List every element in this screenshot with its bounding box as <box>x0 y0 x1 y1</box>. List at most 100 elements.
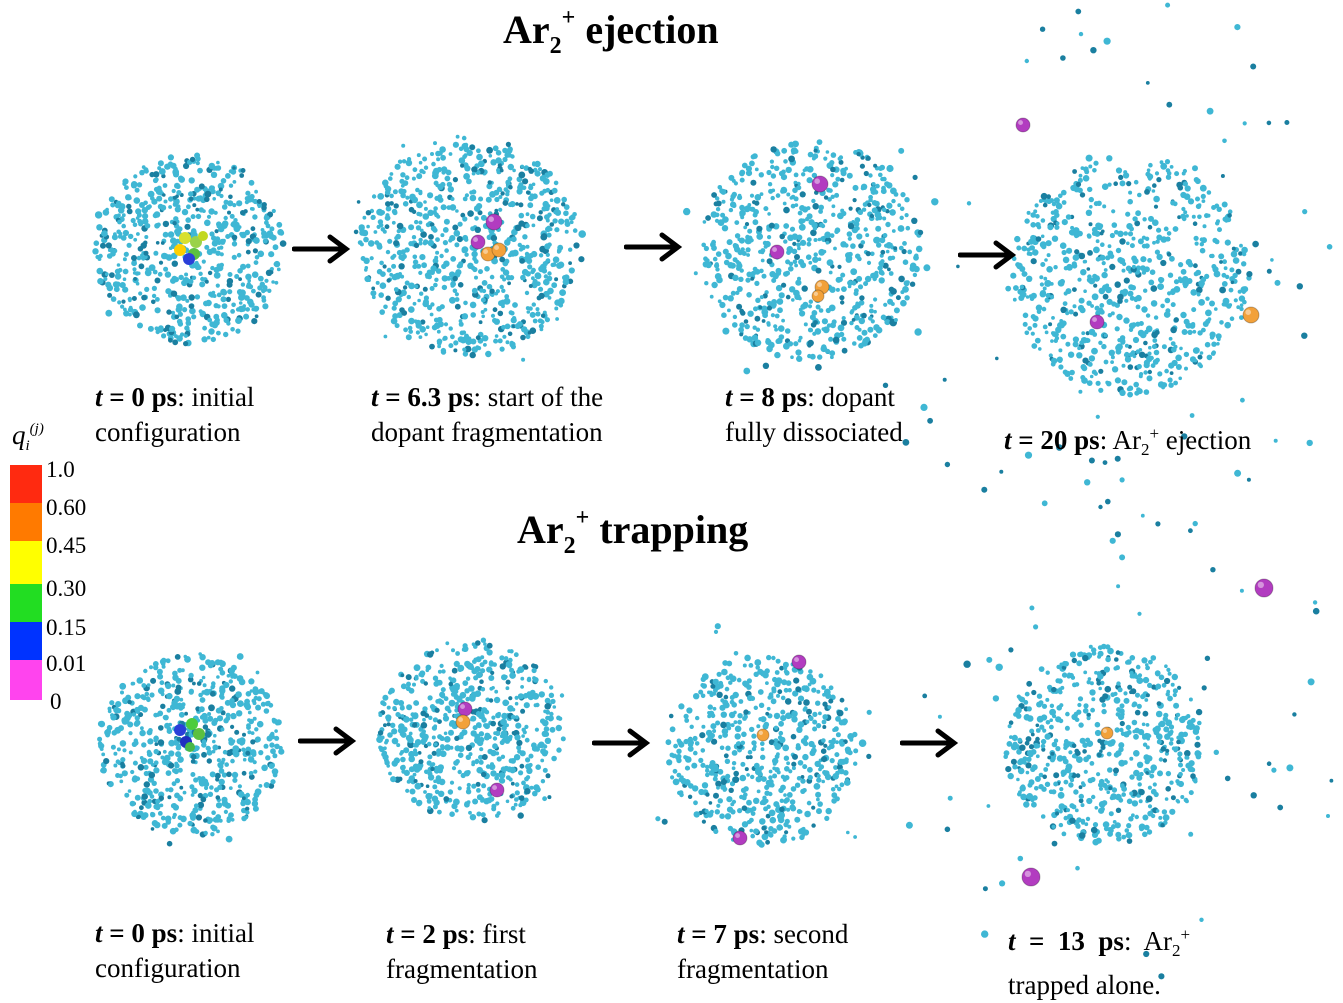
argon-atom <box>702 676 707 681</box>
argon-atom <box>1195 197 1200 202</box>
argon-atom <box>889 209 896 216</box>
argon-atom <box>253 717 257 721</box>
argon-atom <box>761 747 765 751</box>
argon-atom <box>539 324 544 329</box>
argon-atom <box>240 210 245 215</box>
argon-atom <box>817 139 823 145</box>
argon-atom <box>530 312 536 318</box>
argon-atom <box>705 792 709 796</box>
argon-atom <box>1087 233 1091 237</box>
argon-atom <box>504 656 509 661</box>
argon-atom <box>462 313 468 319</box>
argon-atom <box>716 692 722 698</box>
argon-atom <box>229 184 233 188</box>
argon-atom <box>1139 372 1143 376</box>
argon-atom <box>777 689 782 694</box>
argon-atom <box>160 680 165 685</box>
argon-atom <box>204 689 211 696</box>
argon-atom <box>172 221 176 225</box>
argon-atom <box>155 307 161 313</box>
argon-atom <box>395 712 400 717</box>
argon-atom <box>1090 761 1095 766</box>
argon-atom <box>1155 521 1160 526</box>
argon-atom <box>214 272 221 279</box>
argon-atom <box>544 732 549 737</box>
argon-atom <box>800 191 806 197</box>
argon-atom <box>669 714 674 719</box>
argon-atom <box>192 682 196 686</box>
argon-atom <box>199 706 205 712</box>
argon-atom <box>229 685 235 691</box>
argon-atom <box>1301 333 1307 339</box>
argon-atom <box>1062 200 1067 205</box>
argon-atom <box>1073 304 1077 308</box>
argon-atom <box>553 705 557 709</box>
ar-ion-orange-highlight <box>814 292 818 296</box>
argon-atom <box>1221 174 1225 178</box>
argon-atom <box>158 160 164 166</box>
argon-atom <box>1030 235 1036 241</box>
argon-atom <box>426 325 430 329</box>
argon-atom <box>1083 671 1087 675</box>
argon-atom <box>424 713 429 718</box>
argon-atom <box>715 623 721 629</box>
argon-atom <box>400 172 405 177</box>
argon-atom <box>767 258 773 264</box>
argon-atom <box>509 777 513 781</box>
argon-atom <box>405 196 409 200</box>
argon-atom <box>467 800 471 804</box>
argon-atom <box>820 236 824 240</box>
argon-atom <box>245 274 251 280</box>
argon-atom <box>409 207 415 213</box>
argon-atom <box>804 735 809 740</box>
argon-atom <box>137 323 143 329</box>
argon-atom <box>543 768 548 773</box>
argon-atom <box>1122 269 1126 273</box>
argon-atom <box>763 206 768 211</box>
argon-atom <box>253 770 257 774</box>
argon-atom <box>254 696 259 701</box>
argon-atom <box>154 211 161 218</box>
argon-atom <box>1222 139 1227 144</box>
argon-atom <box>217 758 221 762</box>
argon-atom <box>455 809 459 813</box>
argon-atom <box>158 688 165 695</box>
argon-atom <box>1210 334 1215 339</box>
argon-atom <box>1144 389 1150 395</box>
argon-atom <box>506 661 513 668</box>
argon-atom <box>133 174 137 178</box>
argon-atom <box>1031 258 1037 264</box>
argon-atom <box>1060 55 1066 61</box>
argon-atom <box>243 314 249 320</box>
argon-atom <box>779 807 784 812</box>
argon-atom <box>97 737 102 742</box>
argon-atom <box>1060 334 1066 340</box>
argon-atom <box>551 282 557 288</box>
argon-atom <box>790 355 794 359</box>
ar-ion-magenta <box>471 235 485 249</box>
argon-atom <box>232 235 238 241</box>
argon-atom <box>269 763 275 769</box>
argon-atom <box>222 303 228 309</box>
argon-atom <box>720 746 725 751</box>
argon-atom <box>382 180 389 187</box>
argon-atom <box>419 161 423 165</box>
argon-atom <box>1223 217 1228 222</box>
argon-atom <box>137 677 144 684</box>
argon-atom <box>489 698 493 702</box>
argon-atom <box>461 338 466 343</box>
argon-atom <box>1175 355 1182 362</box>
argon-atom <box>165 271 171 277</box>
argon-atom <box>144 251 149 256</box>
argon-atom <box>1148 370 1152 374</box>
argon-atom <box>873 277 877 281</box>
argon-atom <box>179 296 183 300</box>
argon-atom <box>398 160 402 164</box>
argon-atom <box>799 224 806 231</box>
argon-atom <box>1144 189 1150 195</box>
argon-atom <box>462 680 468 686</box>
argon-atom <box>234 225 241 232</box>
argon-atom <box>440 233 444 237</box>
argon-atom <box>1066 248 1072 254</box>
argon-atom <box>1195 242 1199 246</box>
